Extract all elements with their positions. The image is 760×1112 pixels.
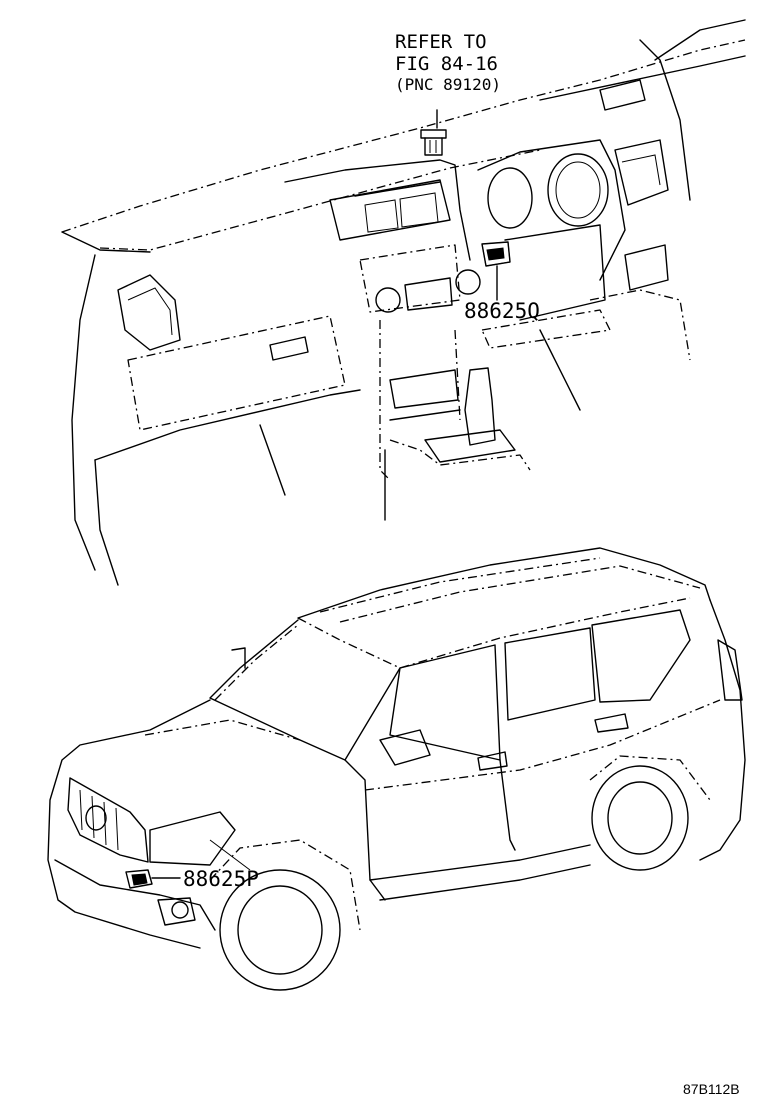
- sensor-88625q-icon: [481, 241, 511, 301]
- reference-line-3: (PNC 89120): [395, 75, 501, 94]
- vehicle-illustration: [47, 547, 746, 991]
- part-number-lower[interactable]: 88625P: [183, 867, 259, 891]
- dashboard-illustration: [61, 19, 746, 586]
- reference-line-1: REFER TO: [395, 31, 487, 53]
- part-number-upper[interactable]: 88625Q: [464, 299, 540, 323]
- figure-id: 87B112B: [683, 1081, 740, 1097]
- reference-switch-icon: [420, 109, 447, 156]
- sensor-88625p-icon: [125, 869, 181, 889]
- reference-line-2: FIG 84-16: [395, 53, 498, 75]
